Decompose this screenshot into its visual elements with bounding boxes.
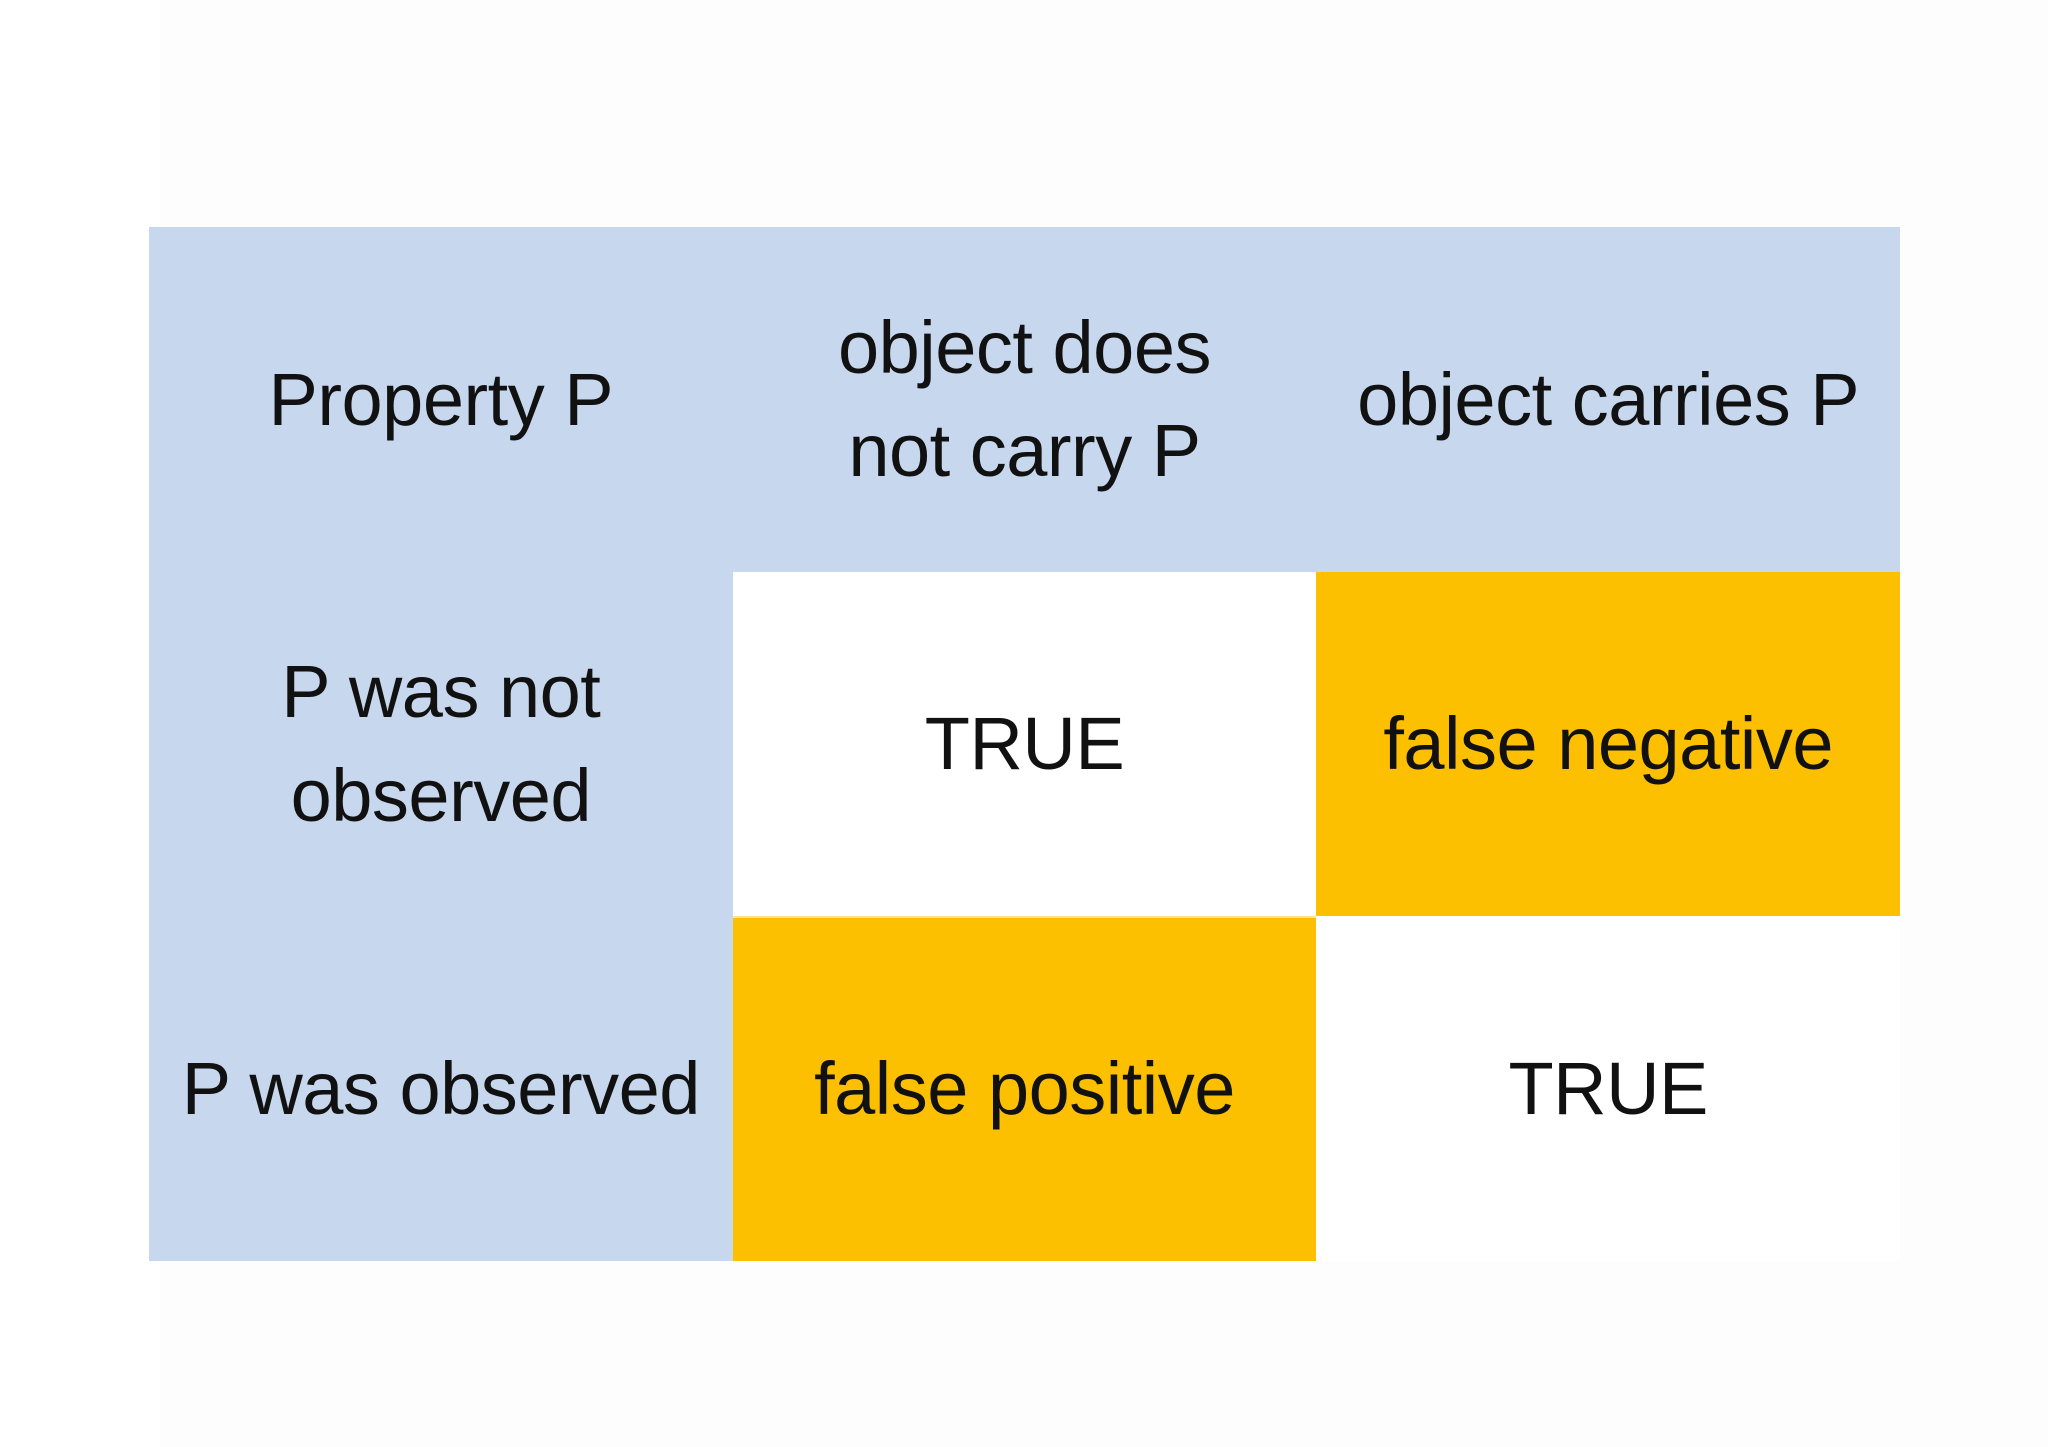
- row-header-p-was-not-observed: P was not observed: [149, 571, 733, 917]
- cell-false-positive: false positive: [732, 916, 1317, 1261]
- header-object-does-not-carry-p: object does not carry P: [732, 227, 1317, 572]
- confusion-matrix-table: Property P object does not carry P objec…: [149, 227, 1900, 1261]
- cell-false-negative: false negative: [1316, 571, 1900, 917]
- cell-true-not-observed-not-carry: TRUE: [732, 571, 1317, 917]
- header-object-carries-p: object carries P: [1316, 227, 1900, 572]
- cell-true-observed-carries: TRUE: [1316, 916, 1900, 1261]
- row-header-p-was-observed: P was observed: [149, 916, 733, 1261]
- header-corner-property-p: Property P: [149, 227, 733, 572]
